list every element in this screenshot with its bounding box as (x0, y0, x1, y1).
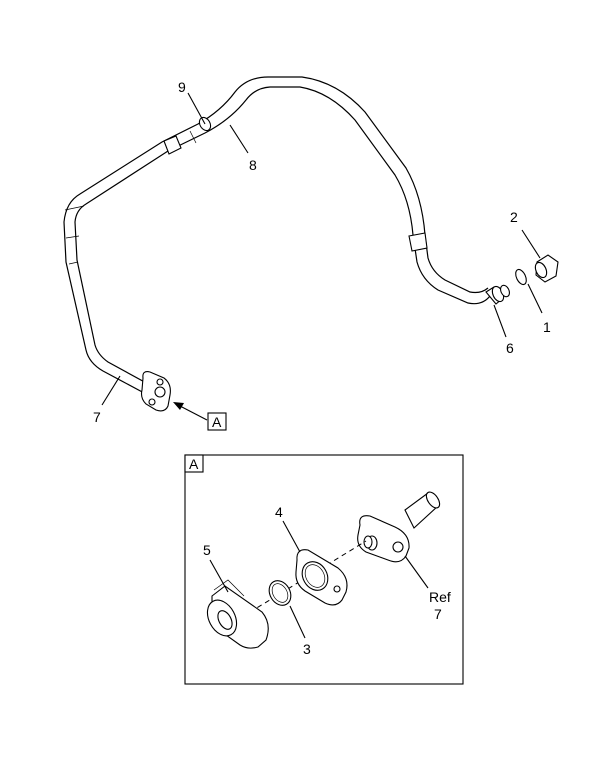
callout-5: 5 (203, 542, 211, 558)
callout-4: 4 (275, 504, 283, 520)
view-a-marker: A (173, 402, 227, 431)
callout-leaders (101, 92, 543, 406)
view-a-letter: A (212, 414, 222, 430)
callout-ref-label: Ref (429, 589, 451, 605)
left-flange-fitting (140, 371, 171, 412)
right-end-fitting (485, 284, 510, 305)
o-ring-1 (515, 268, 527, 286)
detail-view-a: A (184, 454, 464, 685)
callout-1: 1 (543, 319, 551, 335)
callout-2: 2 (510, 209, 518, 225)
callout-8: 8 (249, 157, 257, 173)
callout-ref-7: 7 (434, 606, 442, 622)
nut-2 (534, 254, 559, 283)
callout-3: 3 (303, 641, 311, 657)
tube-assembly (63, 76, 491, 395)
callout-6: 6 (506, 340, 514, 356)
callout-7: 7 (93, 409, 101, 425)
callout-9: 9 (178, 79, 186, 95)
detail-a-letter: A (189, 456, 199, 472)
